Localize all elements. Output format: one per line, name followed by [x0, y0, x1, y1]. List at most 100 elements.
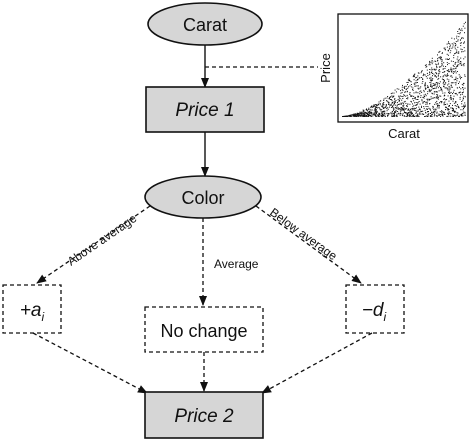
scatter-point — [414, 98, 416, 100]
scatter-point — [415, 92, 417, 94]
scatter-point — [395, 109, 397, 111]
scatter-point — [464, 50, 466, 52]
scatter-point — [452, 71, 454, 73]
scatter-point — [410, 81, 412, 83]
scatter-point — [426, 77, 428, 79]
scatter-point — [398, 113, 400, 115]
scatter-point — [455, 78, 456, 80]
scatter-point — [448, 111, 450, 113]
scatter-point — [390, 104, 392, 105]
scatter-point — [459, 32, 461, 34]
scatter-point — [443, 79, 444, 80]
scatter-point — [415, 82, 417, 84]
scatter-point — [395, 111, 397, 113]
scatter-point — [386, 100, 388, 102]
scatter-point — [448, 89, 450, 91]
scatter-point — [444, 71, 446, 72]
scatter-point — [416, 82, 418, 83]
scatter-point — [402, 96, 404, 98]
scatter-point — [379, 113, 381, 115]
scatter-point — [430, 69, 432, 71]
scatter-point — [407, 112, 409, 114]
scatter-point — [460, 64, 462, 66]
scatter-point — [387, 107, 389, 109]
carat-label: Carat — [183, 15, 227, 35]
scatter-point — [371, 109, 373, 111]
scatter-point — [426, 109, 428, 110]
scatter-point — [459, 33, 461, 35]
scatter-point — [421, 106, 422, 108]
scatter-point — [437, 87, 439, 89]
scatter-point — [410, 111, 412, 113]
scatter-point — [455, 108, 457, 110]
scatter-point — [463, 47, 465, 49]
scatter-point — [451, 43, 453, 45]
scatter-point — [412, 103, 413, 105]
scatter-point — [442, 92, 444, 94]
scatter-point — [410, 108, 411, 110]
scatter-point — [448, 115, 450, 117]
scatter-point — [460, 63, 462, 65]
scatter-point — [435, 72, 437, 74]
scatter-point — [396, 104, 398, 106]
scatter-point — [444, 98, 445, 100]
scatter-point — [443, 85, 444, 87]
scatter-point — [377, 103, 379, 105]
scatter-point — [435, 84, 437, 86]
scatter-point — [416, 104, 418, 106]
scatter-point — [388, 113, 390, 115]
scatter-point — [383, 102, 385, 103]
scatter-point — [425, 95, 427, 97]
scatter-point — [442, 75, 444, 77]
scatter-point — [408, 115, 410, 117]
scatter-point — [413, 104, 415, 106]
scatter-point — [452, 98, 454, 99]
scatter-point — [389, 106, 391, 108]
scatter-point — [377, 114, 379, 116]
scatter-point — [429, 82, 431, 83]
scatter-point — [455, 70, 457, 72]
scatter-point — [430, 85, 432, 87]
scatter-point — [387, 96, 389, 97]
scatter-point — [436, 116, 438, 117]
scatter-point — [437, 114, 439, 116]
scatter-point — [407, 79, 409, 81]
scatter-point — [451, 110, 453, 112]
scatter-point — [457, 112, 459, 114]
scatter-point — [434, 75, 436, 76]
scatter-point — [421, 99, 423, 101]
scatter-point — [462, 113, 464, 115]
scatter-point — [438, 70, 440, 72]
scatter-point — [449, 103, 451, 105]
scatter-point — [364, 112, 366, 114]
scatter-point — [390, 99, 392, 100]
scatter-point — [402, 84, 403, 86]
scatter-point — [432, 75, 433, 77]
scatter-point — [401, 115, 403, 117]
scatter-point — [363, 115, 365, 117]
scatter-point — [419, 87, 421, 89]
scatter-point — [405, 108, 407, 110]
scatter-point — [434, 114, 436, 116]
scatter-point — [398, 95, 400, 97]
scatter-point — [422, 81, 424, 82]
scatter-point — [458, 52, 460, 54]
scatter-point — [415, 115, 417, 117]
scatter-point — [436, 91, 438, 93]
scatter-point — [450, 50, 452, 52]
scatter-point — [441, 114, 443, 116]
scatter-point — [440, 101, 442, 102]
scatter-point — [452, 82, 453, 84]
scatter-point — [392, 116, 394, 117]
scatter-point — [455, 76, 457, 78]
scatter-point — [421, 100, 423, 102]
scatter-point — [455, 101, 457, 102]
minus-d-main: −d — [362, 300, 385, 321]
scatter-point — [434, 103, 436, 105]
scatter-point — [382, 115, 384, 117]
scatter-point — [406, 115, 408, 117]
scatter-point — [368, 112, 370, 114]
scatter-point — [463, 23, 465, 25]
scatter-point — [393, 114, 395, 115]
scatter-point — [452, 108, 454, 110]
